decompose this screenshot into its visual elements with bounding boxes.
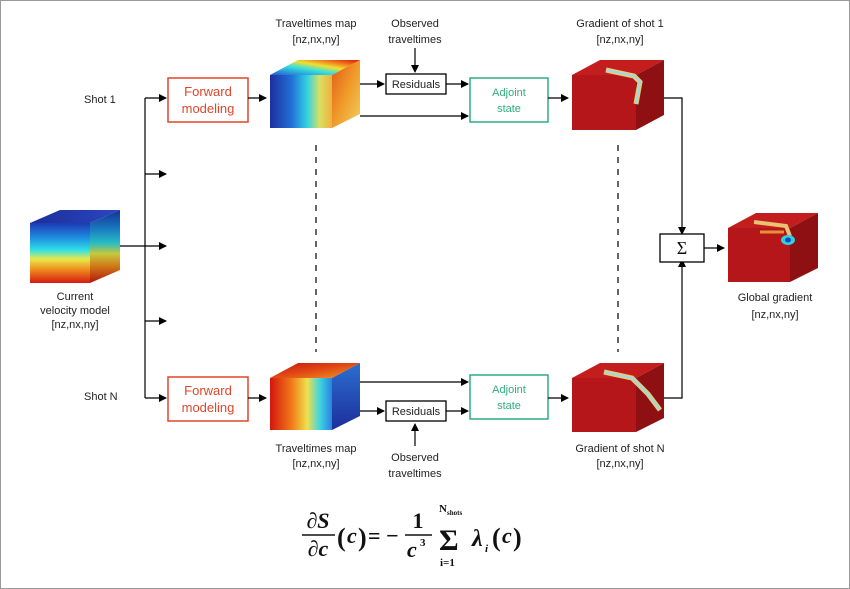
eq-upper-sub: shots — [447, 509, 462, 517]
gradient-equation: ∂S ∂c ( c ) = − 1 c 3 N shots Σ i=1 λ i … — [302, 503, 522, 569]
gradient-cube-1 — [572, 60, 664, 130]
traveltimes-map-cube-1 — [270, 60, 360, 128]
eq-sub-i: i — [485, 543, 489, 555]
eq-arg-c: c — [347, 523, 357, 548]
sum-connectors — [664, 97, 683, 399]
svg-text:Adjoint: Adjoint — [492, 87, 526, 99]
current-model-label-1: Current — [57, 291, 94, 303]
eq-upper-n: N — [439, 503, 447, 515]
svg-text:Forward: Forward — [184, 383, 232, 398]
eq-sum: Σ — [439, 524, 459, 557]
shot-1-label: Shot 1 — [84, 94, 116, 106]
svg-text:Adjoint: Adjoint — [492, 384, 526, 396]
svg-text:(: ( — [492, 523, 501, 552]
gradient-shot1-title: Gradient of shot 1 — [576, 18, 663, 30]
eq-one: 1 — [413, 508, 424, 533]
adjoint-state-box-1: Adjoint state — [469, 77, 549, 123]
observed-label-1a: Observed — [391, 18, 439, 30]
svg-text:): ) — [513, 523, 522, 552]
residuals-box-1: Residuals — [385, 73, 447, 95]
forward-modeling-box-1: Forward modeling — [167, 77, 249, 123]
gradient-cube-n — [572, 363, 664, 432]
eq-lower: i=1 — [440, 557, 455, 569]
eq-cube: 3 — [420, 537, 426, 549]
forward-modeling-box-n: Forward modeling — [167, 376, 249, 422]
svg-text:Forward: Forward — [184, 84, 232, 99]
svg-text:Residuals: Residuals — [392, 79, 441, 91]
eq-denominator: ∂c — [308, 536, 329, 561]
gradient-shotN-title: Gradient of shot N — [575, 443, 664, 455]
velocity-model-cube — [30, 210, 120, 283]
sum-box: Σ — [659, 233, 705, 263]
observed-label-nb: traveltimes — [388, 468, 442, 480]
traveltimes-map-title-1: Traveltimes map — [276, 18, 357, 30]
traveltimes-map-cube-n — [270, 363, 360, 430]
traveltimes-map-title-n: Traveltimes map — [276, 443, 357, 455]
global-gradient-dims: [nz,nx,ny] — [751, 309, 798, 321]
eq-lambda: λ — [471, 526, 483, 552]
svg-text:): ) — [358, 523, 367, 552]
svg-text:(: ( — [337, 523, 346, 552]
branch-connectors — [120, 94, 167, 402]
global-gradient-title: Global gradient — [738, 292, 813, 304]
eq-arg-c2: c — [502, 523, 512, 548]
residuals-box-n: Residuals — [385, 400, 447, 422]
gradient-shot1-dims: [nz,nx,ny] — [596, 34, 643, 46]
svg-text:state: state — [497, 400, 521, 412]
svg-text:Σ: Σ — [677, 238, 687, 258]
observed-label-na: Observed — [391, 452, 439, 464]
eq-c-cubed: c — [407, 537, 417, 562]
svg-text:modeling: modeling — [182, 400, 235, 415]
svg-text:modeling: modeling — [182, 101, 235, 116]
svg-text:Residuals: Residuals — [392, 406, 441, 418]
global-gradient-cube — [728, 213, 818, 282]
traveltimes-map-dims-n: [nz,nx,ny] — [292, 458, 339, 470]
observed-label-1b: traveltimes — [388, 34, 442, 46]
traveltimes-map-dims-1: [nz,nx,ny] — [292, 34, 339, 46]
gradient-shotN-dims: [nz,nx,ny] — [596, 458, 643, 470]
shot-n-label: Shot N — [84, 391, 118, 403]
eq-equals-minus: = − — [368, 523, 399, 548]
current-model-dims: [nz,nx,ny] — [51, 319, 98, 331]
eq-numerator: ∂S — [306, 508, 329, 533]
adjoint-state-box-n: Adjoint state — [469, 374, 549, 420]
current-model-label-2: velocity model — [40, 305, 110, 317]
svg-text:state: state — [497, 103, 521, 115]
